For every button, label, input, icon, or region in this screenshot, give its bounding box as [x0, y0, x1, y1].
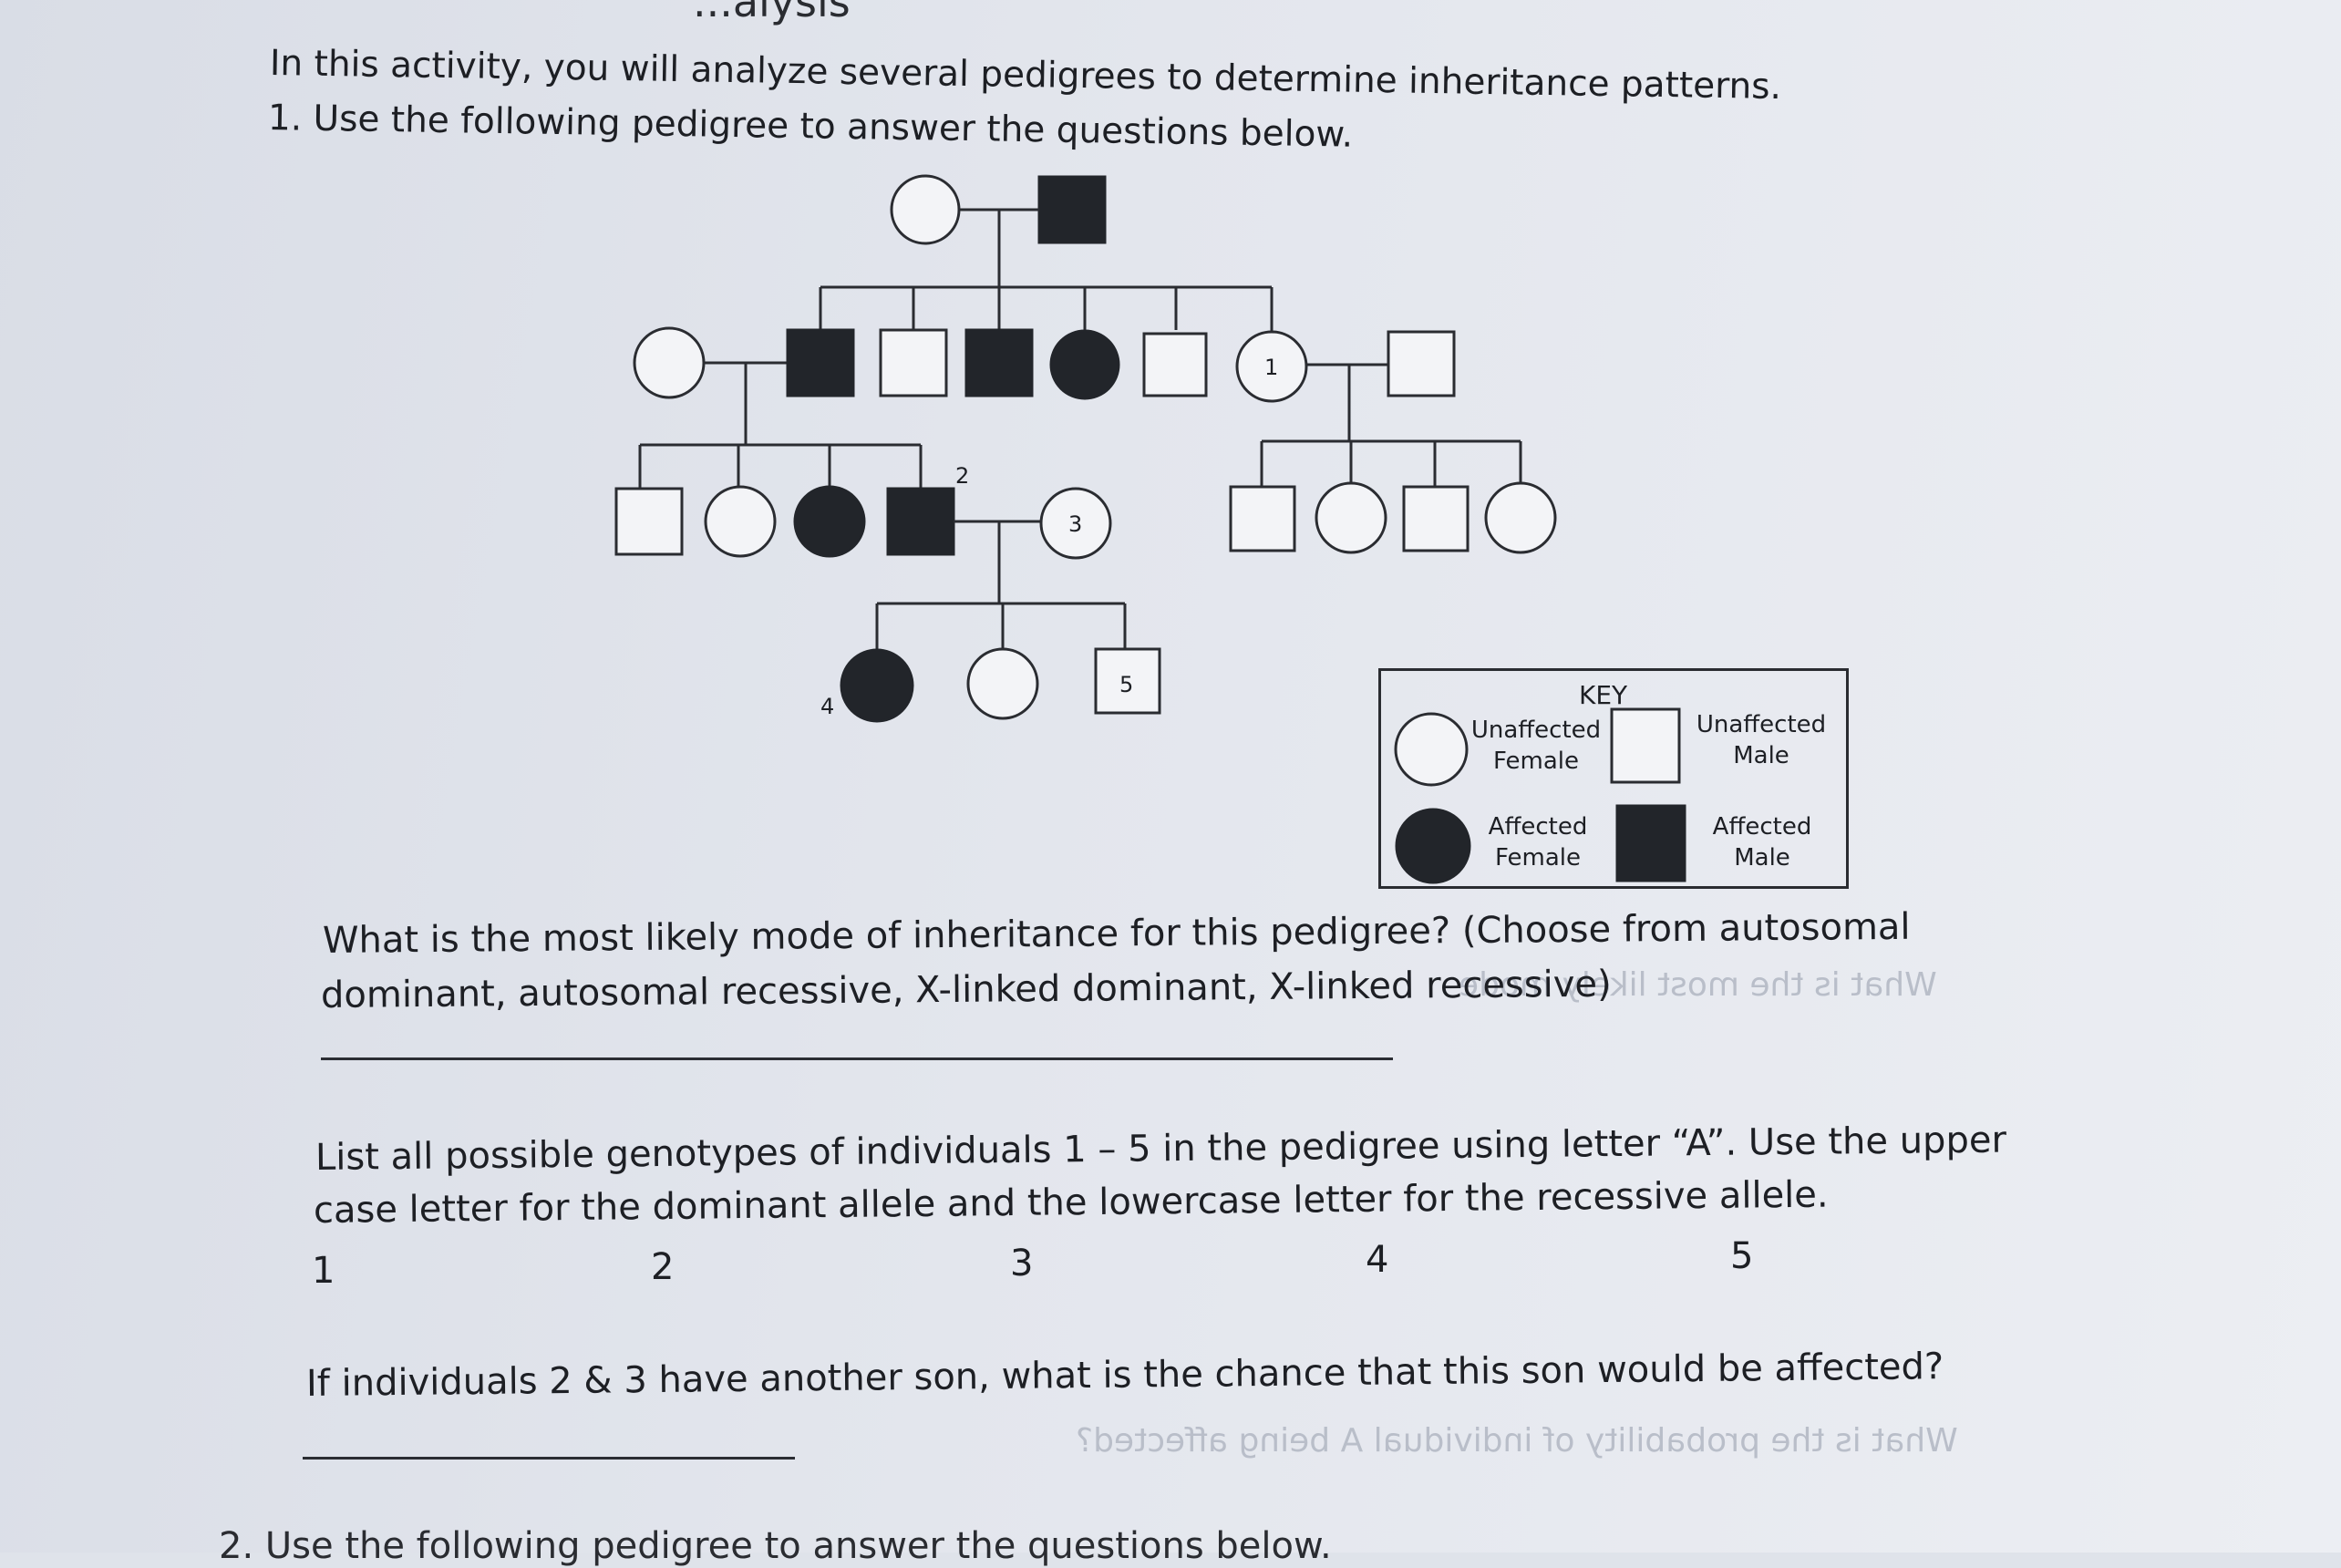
- label-1: 1: [1264, 355, 1278, 380]
- gen4-female-unaffected: [966, 647, 1039, 720]
- gen2-male-affected: [786, 328, 855, 397]
- gen2-male-unaffected: [879, 328, 948, 397]
- individual-5-male-unaffected: 5: [1094, 647, 1161, 715]
- individual-1-female-unaffected: 1: [1235, 330, 1308, 403]
- label-2: 2: [955, 463, 969, 489]
- gen2-male-unaffected: [1142, 332, 1208, 397]
- gen3-female-unaffected: [1315, 481, 1387, 554]
- gen2-spouse-female-unaffected: [633, 326, 706, 399]
- genotype-number-1: 1: [312, 1250, 335, 1292]
- gen3-male-unaffected: [614, 487, 684, 556]
- gen3-female-unaffected: [1484, 481, 1557, 554]
- gen2-spouse-male-unaffected: [1387, 330, 1456, 397]
- gen3-female-unaffected: [704, 485, 777, 558]
- gen1-female-unaffected: [890, 174, 961, 245]
- label-4: 4: [820, 694, 834, 719]
- individual-4-female-affected: 4: [820, 648, 914, 723]
- label-3: 3: [1068, 511, 1082, 537]
- genotype-number-4: 4: [1366, 1239, 1389, 1281]
- gen3-female-affected: [793, 485, 866, 558]
- key-label-unaffected-male: Unaffected Male: [1696, 711, 1827, 769]
- partial-title: ...alysis: [693, 0, 851, 26]
- key-title: KEY: [1579, 680, 1628, 710]
- mode-answer-blank[interactable]: [321, 1057, 1393, 1060]
- genotype-number-5: 5: [1730, 1235, 1754, 1277]
- gen3-male-unaffected: [1402, 485, 1470, 552]
- key-symbol-unaffected-female: [1394, 712, 1469, 787]
- key-symbol-affected-female: [1395, 808, 1471, 884]
- son-answer-blank[interactable]: [303, 1457, 795, 1460]
- gen2-female-affected: [1049, 329, 1120, 400]
- gen3-male-unaffected: [1229, 485, 1296, 552]
- next-question-partial: 2. Use the following pedigree to answer …: [219, 1525, 1332, 1567]
- key-symbol-unaffected-male: [1610, 707, 1681, 784]
- key-label-affected-female: Affected Female: [1488, 813, 1588, 872]
- key-label-unaffected-female: Unaffected Female: [1470, 717, 1602, 775]
- individual-2-male-affected: 2: [886, 463, 969, 556]
- key-label-affected-male: Affected Male: [1712, 813, 1812, 872]
- label-5: 5: [1119, 672, 1133, 697]
- key-symbol-affected-male: [1615, 804, 1686, 882]
- individual-3-female-unaffected: 3: [1039, 487, 1112, 560]
- genotype-number-3: 3: [1010, 1243, 1034, 1284]
- gen1-male-affected: [1037, 175, 1107, 244]
- gen2-male-affected: [964, 328, 1034, 397]
- pedigree-key: [1378, 668, 1849, 889]
- genotype-number-2: 2: [651, 1246, 675, 1288]
